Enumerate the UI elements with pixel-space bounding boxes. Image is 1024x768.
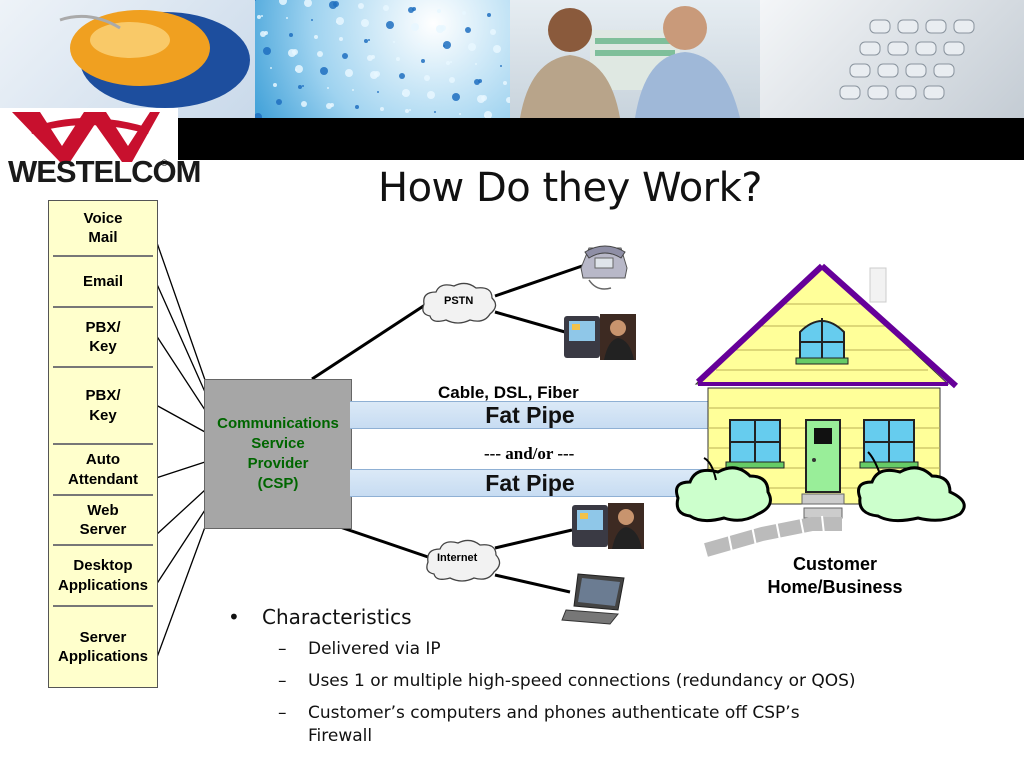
pda-user-icon-2	[572, 503, 644, 549]
page-title: How Do they Work?	[377, 165, 763, 211]
pda-user-icon	[564, 314, 636, 360]
line-internet-laptop	[494, 573, 571, 594]
service-desktop-applications: Desktop Applications	[53, 546, 153, 607]
line-pbx-2	[155, 404, 206, 433]
service-pbx-key-2: PBX/ Key	[53, 368, 153, 445]
internet-cloud-icon	[426, 539, 501, 582]
banner-mouse-photo	[0, 0, 255, 118]
customer-home-business-label: Customer Home/Business	[767, 554, 903, 598]
logo-registered-mark: ®	[161, 158, 168, 168]
fat-pipe-1-label: Fat Pipe	[485, 401, 575, 428]
characteristics-list: Characteristics Delivered via IP Uses 1 …	[228, 605, 928, 748]
line-csp-pstn	[311, 303, 426, 381]
meeting-icon	[520, 6, 740, 118]
line-pbx-1	[155, 334, 206, 411]
service-auto-attendant: Auto Attendant	[53, 445, 153, 496]
banner-keypad-photo	[760, 0, 1024, 118]
csp-label: Communications Service Provider (CSP)	[217, 414, 339, 493]
and-or-label: --- and/or ---	[484, 444, 575, 463]
service-server-applications: Server Applications	[57, 628, 148, 666]
cable-dsl-fiber-label: Cable, DSL, Fiber	[438, 383, 579, 402]
bullet-heading: Characteristics	[228, 605, 928, 629]
bullet-item: Customer’s computers and phones authenti…	[278, 702, 868, 748]
fat-pipe-2-label: Fat Pipe	[485, 469, 575, 496]
banner-fiber-photo	[255, 0, 510, 118]
service-voice-mail: Voice Mail	[53, 201, 153, 257]
pstn-cloud-icon	[422, 282, 497, 324]
services-stack: Voice Mail Email PBX/ Key PBX/ Key Auto …	[48, 200, 158, 688]
fiber-optic-icon	[255, 0, 510, 118]
line-auto-attendant	[155, 461, 206, 479]
desk-phone-icon	[580, 245, 628, 290]
line-voice-mail	[155, 239, 206, 381]
bullet-item: Uses 1 or multiple high-speed connection…	[278, 670, 868, 693]
line-desktop-apps	[155, 509, 206, 586]
bullet-item: Delivered via IP	[278, 638, 868, 661]
mouse-icon	[59, 10, 250, 108]
service-pbx-key-1: PBX/ Key	[53, 308, 153, 368]
line-web-server	[155, 489, 206, 536]
house-icon	[675, 263, 966, 557]
csp-box: Communications Service Provider (CSP)	[204, 379, 352, 529]
line-internet-pda	[494, 528, 573, 550]
logo-area	[0, 108, 178, 200]
line-pstn-phone	[494, 263, 586, 298]
service-email: Email	[53, 257, 153, 308]
internet-label: Internet	[437, 552, 478, 564]
line-pstn-pda	[494, 310, 566, 334]
service-web-server: Web Server	[53, 496, 153, 546]
keypad-icon	[839, 19, 975, 100]
logo-text: WESTELCOM	[8, 154, 201, 189]
line-csp-internet	[339, 525, 429, 559]
fat-pipe-1: Fat Pipe	[350, 401, 710, 429]
fat-pipe-2: Fat Pipe	[350, 469, 710, 497]
logo-emblem-icon	[12, 112, 160, 162]
pstn-label: PSTN	[444, 295, 474, 307]
line-email	[155, 281, 206, 393]
banner-meeting-photo	[510, 0, 760, 118]
line-server-apps	[155, 526, 206, 661]
